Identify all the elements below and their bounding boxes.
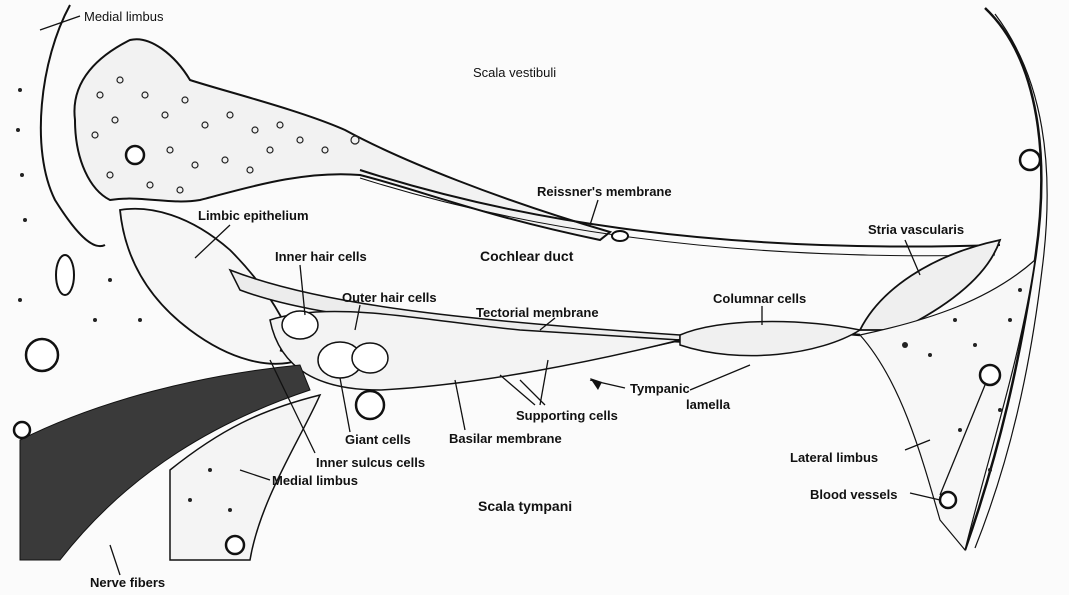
label-medial-limbus-top: Medial limbus <box>84 9 163 24</box>
label-scala-tympani: Scala tympani <box>478 499 572 514</box>
label-lateral-limbus: Lateral limbus <box>790 450 878 465</box>
giant-cell-2 <box>352 343 388 373</box>
vessel-3 <box>26 339 58 371</box>
label-outer-hair-cells: Outer hair cells <box>342 290 437 305</box>
vessel-2 <box>1020 150 1040 170</box>
inner-hair-cell <box>282 311 318 339</box>
label-cochlear-duct: Cochlear duct <box>480 249 573 264</box>
vessel-1 <box>126 146 144 164</box>
label-columnar-cells: Columnar cells <box>713 291 806 306</box>
vessel-10 <box>612 231 628 241</box>
label-reissners-membrane: Reissner's membrane <box>537 184 672 199</box>
label-basilar-membrane: Basilar membrane <box>449 431 562 446</box>
label-stria-vascularis: Stria vascularis <box>868 222 964 237</box>
label-tympanic-lamella-line2: lamella <box>686 397 730 412</box>
label-nerve-fibers: Nerve fibers <box>90 575 165 590</box>
label-supporting-cells: Supporting cells <box>516 408 618 423</box>
label-giant-cells: Giant cells <box>345 432 411 447</box>
label-limbic-epithelium: Limbic epithelium <box>198 208 309 223</box>
label-scala-vestibuli: Scala vestibuli <box>473 65 556 80</box>
label-inner-hair-cells: Inner hair cells <box>275 249 367 264</box>
tympanic-arrow <box>590 378 602 390</box>
vessel-6 <box>940 492 956 508</box>
label-blood-vessels: Blood vessels <box>810 487 897 502</box>
columnar-cells-region <box>680 322 860 356</box>
vessel-7 <box>226 536 244 554</box>
vessel-8 <box>14 422 30 438</box>
label-tympanic-lamella-line1: Tympanic <box>630 381 690 396</box>
label-medial-limbus-bottom: Medial limbus <box>272 473 358 488</box>
label-tectorial-membrane: Tectorial membrane <box>476 305 599 320</box>
label-inner-sulcus-cells: Inner sulcus cells <box>316 455 425 470</box>
vessel-9 <box>56 255 74 295</box>
vessel-4 <box>356 391 384 419</box>
vessel-5 <box>980 365 1000 385</box>
